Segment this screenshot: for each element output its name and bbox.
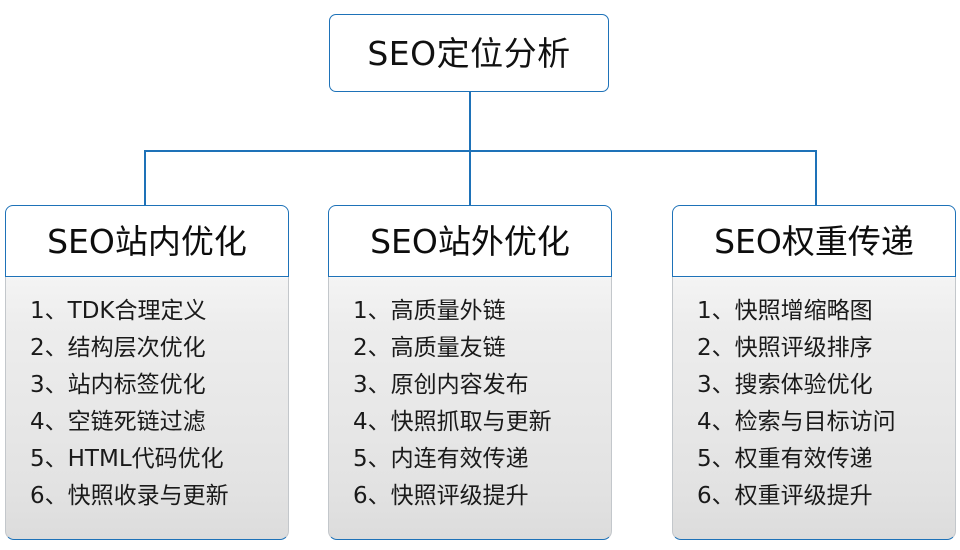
column-body-on-site: 1、TDK合理定义 2、结构层次优化 3、站内标签优化 4、空链死链过滤 5、H… [5,277,289,540]
list-item-index: 4、 [353,409,391,435]
list-item-text: 快照增缩略图 [734,298,873,324]
list-item-index: 2、 [30,335,68,361]
list-item-text: 内连有效传递 [390,446,529,472]
list-item-index: 1、 [353,298,391,324]
list-item-index: 4、 [697,409,735,435]
list-item: 6、快照评级提升 [353,478,611,515]
column-weight-transfer: SEO权重传递 1、快照增缩略图 2、快照评级排序 3、搜索体验优化 4、检索与… [672,205,956,540]
list-item-index: 3、 [353,372,391,398]
list-item-index: 2、 [353,335,391,361]
list-item-text: 高质量友链 [390,335,506,361]
list-item-index: 1、 [30,298,68,324]
root-node-label: SEO定位分析 [367,33,571,73]
list-item-text: 快照评级提升 [390,483,529,509]
column-body-off-site: 1、高质量外链 2、高质量友链 3、原创内容发布 4、快照抓取与更新 5、内连有… [328,277,612,540]
list-item: 4、快照抓取与更新 [353,404,611,441]
list-item-index: 5、 [353,446,391,472]
list-item: 5、内连有效传递 [353,441,611,478]
list-item-text: HTML代码优化 [67,446,224,472]
list-item-text: 快照收录与更新 [67,483,229,509]
list-item-index: 3、 [697,372,735,398]
list-item-text: 高质量外链 [390,298,506,324]
connector-horizontal-bus [144,150,816,152]
list-item: 3、原创内容发布 [353,367,611,404]
list-item-text: 站内标签优化 [67,372,206,398]
list-item-index: 6、 [353,483,391,509]
list-item: 1、高质量外链 [353,293,611,330]
list-item-text: 权重有效传递 [734,446,873,472]
column-header-label: SEO站内优化 [47,221,247,261]
list-item: 4、空链死链过滤 [30,404,288,441]
list-item-text: 快照评级排序 [734,335,873,361]
list-item-index: 6、 [30,483,68,509]
list-item: 3、搜索体验优化 [697,367,955,404]
list-item: 1、TDK合理定义 [30,293,288,330]
list-item-index: 5、 [30,446,68,472]
column-header-off-site[interactable]: SEO站外优化 [328,205,612,277]
connector-drop-column-3 [815,150,817,206]
list-item-index: 4、 [30,409,68,435]
root-node[interactable]: SEO定位分析 [329,14,609,92]
list-off-site: 1、高质量外链 2、高质量友链 3、原创内容发布 4、快照抓取与更新 5、内连有… [329,293,611,515]
list-item: 4、检索与目标访问 [697,404,955,441]
list-item-text: 结构层次优化 [67,335,206,361]
column-body-weight-transfer: 1、快照增缩略图 2、快照评级排序 3、搜索体验优化 4、检索与目标访问 5、权… [672,277,956,540]
list-item-index: 5、 [697,446,735,472]
list-item: 2、快照评级排序 [697,330,955,367]
list-item-text: 快照抓取与更新 [390,409,552,435]
list-weight-transfer: 1、快照增缩略图 2、快照评级排序 3、搜索体验优化 4、检索与目标访问 5、权… [673,293,955,515]
list-item: 6、快照收录与更新 [30,478,288,515]
list-item-text: 搜索体验优化 [734,372,873,398]
column-header-weight-transfer[interactable]: SEO权重传递 [672,205,956,277]
list-item-text: 空链死链过滤 [67,409,206,435]
column-on-site: SEO站内优化 1、TDK合理定义 2、结构层次优化 3、站内标签优化 4、空链… [5,205,289,540]
list-item-index: 6、 [697,483,735,509]
list-item-index: 3、 [30,372,68,398]
column-header-label: SEO权重传递 [714,221,914,261]
column-header-on-site[interactable]: SEO站内优化 [5,205,289,277]
list-item: 2、结构层次优化 [30,330,288,367]
connector-trunk-vertical [469,92,471,152]
list-item-text: 原创内容发布 [390,372,529,398]
list-item: 6、权重评级提升 [697,478,955,515]
list-item-text: 权重评级提升 [734,483,873,509]
column-off-site: SEO站外优化 1、高质量外链 2、高质量友链 3、原创内容发布 4、快照抓取与… [328,205,612,540]
list-on-site: 1、TDK合理定义 2、结构层次优化 3、站内标签优化 4、空链死链过滤 5、H… [6,293,288,515]
connector-drop-column-1 [144,150,146,206]
list-item: 5、权重有效传递 [697,441,955,478]
list-item-index: 1、 [697,298,735,324]
list-item: 1、快照增缩略图 [697,293,955,330]
list-item: 5、HTML代码优化 [30,441,288,478]
column-header-label: SEO站外优化 [370,221,570,261]
list-item: 2、高质量友链 [353,330,611,367]
list-item-index: 2、 [697,335,735,361]
list-item-text: 检索与目标访问 [734,409,896,435]
list-item-text: TDK合理定义 [67,298,207,324]
list-item: 3、站内标签优化 [30,367,288,404]
connector-drop-column-2 [469,150,471,206]
